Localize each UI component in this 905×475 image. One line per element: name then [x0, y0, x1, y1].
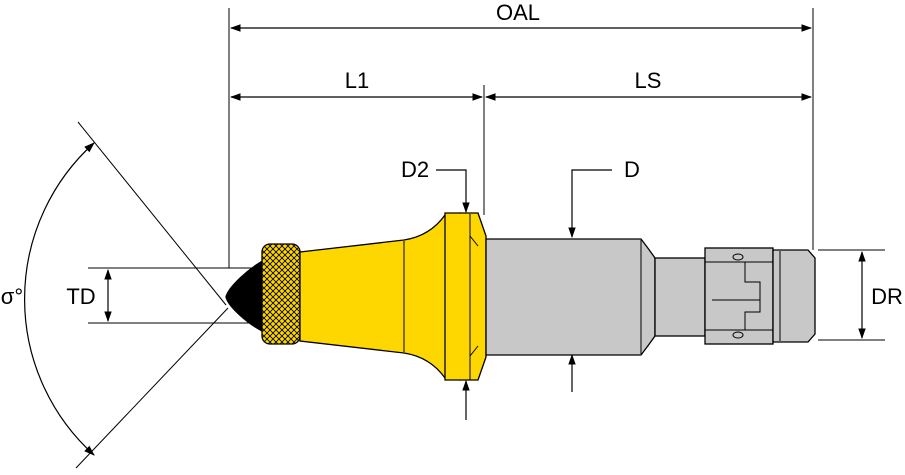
- conical-body: [299, 212, 461, 381]
- td-label: TD: [66, 284, 95, 309]
- tool-body: [225, 212, 816, 381]
- knurled-collar: [261, 243, 301, 345]
- retainer-clip: [704, 247, 774, 345]
- shank-end: [772, 249, 816, 343]
- carbide-tip: [225, 256, 269, 336]
- neck: [654, 257, 706, 337]
- td-dimension: TD: [66, 268, 112, 323]
- angle-dimension: σ°: [1, 142, 95, 456]
- oal-dimension: OAL: [229, 0, 813, 32]
- dr-label: DR: [871, 284, 903, 309]
- l1-label: L1: [345, 68, 369, 93]
- clip-hole-bottom: [732, 331, 744, 339]
- d-label: D: [624, 157, 640, 182]
- d2-label: D2: [401, 157, 429, 182]
- ls-label: LS: [635, 68, 662, 93]
- extension-lines: [75, 8, 885, 469]
- main-shank: [485, 238, 656, 356]
- d-dimension: D: [568, 157, 640, 392]
- flange: [444, 212, 487, 381]
- oal-label: OAL: [496, 0, 540, 25]
- clip-hole-top: [732, 253, 744, 261]
- d2-dimension: D2: [401, 157, 470, 420]
- dr-dimension: DR: [858, 250, 903, 340]
- l1-dimension: L1: [229, 68, 484, 101]
- angle-label: σ°: [1, 284, 23, 309]
- ls-dimension: LS: [484, 68, 813, 101]
